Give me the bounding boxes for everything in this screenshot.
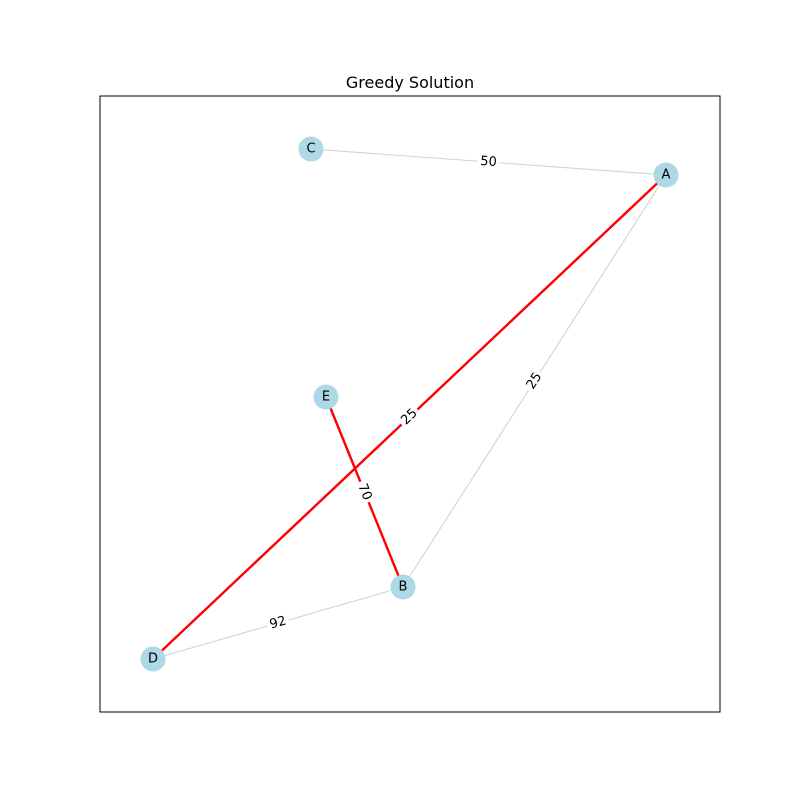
edge-weight-label-bg bbox=[395, 402, 424, 432]
edge-weight-label-bg bbox=[520, 366, 549, 396]
node-c bbox=[298, 136, 324, 162]
edge-weight-label-group: 50 bbox=[476, 152, 501, 172]
edge-weight-label: 70 bbox=[354, 482, 374, 503]
edge-weight-label-bg bbox=[476, 152, 501, 172]
edge-weight-label-bg bbox=[264, 611, 292, 635]
edge-weight-label-group: 92 bbox=[264, 611, 292, 635]
edge-weight-label-group: 25 bbox=[520, 366, 549, 396]
node-label-b: B bbox=[399, 580, 408, 595]
edge-weight-label: 50 bbox=[480, 154, 498, 170]
node-e bbox=[313, 384, 339, 410]
node-d bbox=[140, 646, 166, 672]
edge-weight-label-group: 70 bbox=[352, 478, 377, 506]
plot-frame bbox=[99, 95, 721, 713]
node-label-a: A bbox=[662, 168, 671, 183]
node-label-e: E bbox=[322, 390, 330, 405]
edge-labels-layer: 50 25 92 25 70 bbox=[264, 152, 549, 635]
edge-weight-label: 92 bbox=[268, 614, 288, 633]
node-a bbox=[653, 162, 679, 188]
edge-weight-label-bg bbox=[352, 478, 377, 506]
node-label-c: C bbox=[306, 142, 315, 157]
node-b bbox=[390, 574, 416, 600]
edge-weight-label-group: 25 bbox=[395, 402, 424, 432]
figure-title: Greedy Solution bbox=[346, 73, 474, 92]
nodes-layer: A B C D E bbox=[140, 136, 679, 672]
node-label-d: D bbox=[148, 652, 158, 667]
